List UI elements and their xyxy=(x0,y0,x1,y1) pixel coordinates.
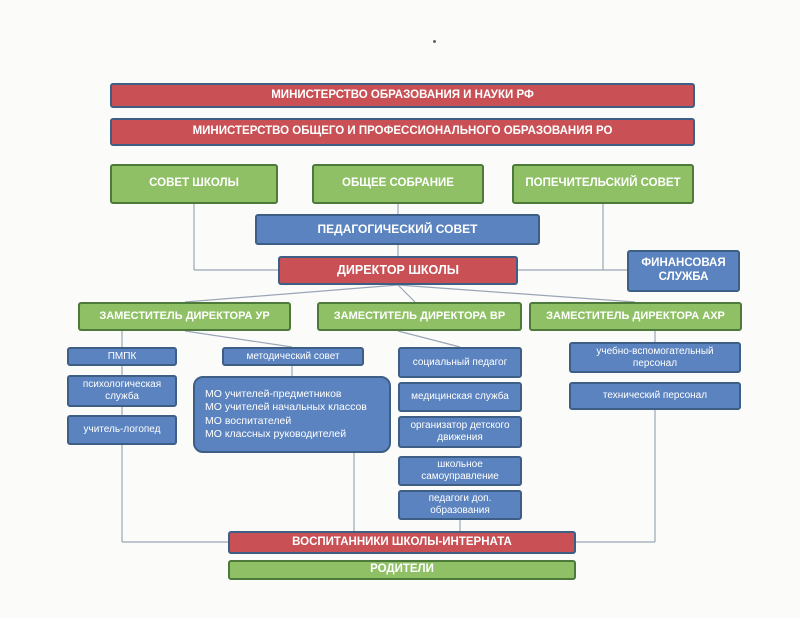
trustee-board-box: ПОПЕЧИТЕЛЬСКИЙ СОВЕТ xyxy=(512,164,694,204)
deputy-ur-box: ЗАМЕСТИТЕЛЬ ДИРЕКТОРА УР xyxy=(78,302,291,331)
organizer-box: организатор детского движения xyxy=(398,416,522,448)
support-staff-box: учебно-вспомогательный персонал xyxy=(569,342,741,373)
director-box: ДИРЕКТОР ШКОЛЫ xyxy=(278,256,518,285)
addl-teachers-box: педагоги доп. образования xyxy=(398,490,522,520)
mo-list-item: МО воспитателей xyxy=(205,414,292,427)
medical-service-box: медицинская служба xyxy=(398,382,522,412)
connector-line xyxy=(397,330,461,348)
mo-list-item: МО учителей-предметников xyxy=(205,388,342,401)
finance-box: ФИНАНСОВАЯ СЛУЖБА xyxy=(627,250,740,292)
mo-list-box: МО учителей-предметников МО учителей нач… xyxy=(193,376,391,453)
psych-service-box: психологическая служба xyxy=(67,375,177,407)
parents-box: РОДИТЕЛИ xyxy=(228,560,576,580)
ministry-ro-box: МИНИСТЕРСТВО ОБЩЕГО И ПРОФЕССИОНАЛЬНОГО … xyxy=(110,118,695,146)
general-meeting-box: ОБЩЕЕ СОБРАНИЕ xyxy=(312,164,484,204)
deputy-vr-box: ЗАМЕСТИТЕЛЬ ДИРЕКТОРА ВР xyxy=(317,302,522,331)
connector-line xyxy=(184,284,399,303)
connector-line xyxy=(397,284,636,303)
mo-list: МО учителей-предметников МО учителей нач… xyxy=(205,388,367,441)
mo-list-item: МО классных руководителей xyxy=(205,427,347,440)
scan-speck xyxy=(433,40,436,43)
social-ped-box: социальный педагог xyxy=(398,347,522,378)
logoped-box: учитель-логопед xyxy=(67,415,177,445)
connector-line xyxy=(397,284,416,303)
method-council-box: методический совет xyxy=(222,347,364,366)
ministry-rf-box: МИНИСТЕРСТВО ОБРАЗОВАНИЯ И НАУКИ РФ xyxy=(110,83,695,108)
school-council-box: СОВЕТ ШКОЛЫ xyxy=(110,164,278,204)
mo-list-item: МО учителей начальных классов xyxy=(205,401,367,414)
ped-council-box: ПЕДАГОГИЧЕСКИЙ СОВЕТ xyxy=(255,214,540,245)
pmpk-box: ПМПК xyxy=(67,347,177,366)
deputy-ahr-box: ЗАМЕСТИТЕЛЬ ДИРЕКТОРА АХР xyxy=(529,302,742,331)
pupils-box: ВОСПИТАННИКИ ШКОЛЫ-ИНТЕРНАТА xyxy=(228,531,576,554)
connector-line xyxy=(184,330,293,348)
tech-staff-box: технический персонал xyxy=(569,382,741,410)
self-gov-box: школьное самоуправление xyxy=(398,456,522,486)
